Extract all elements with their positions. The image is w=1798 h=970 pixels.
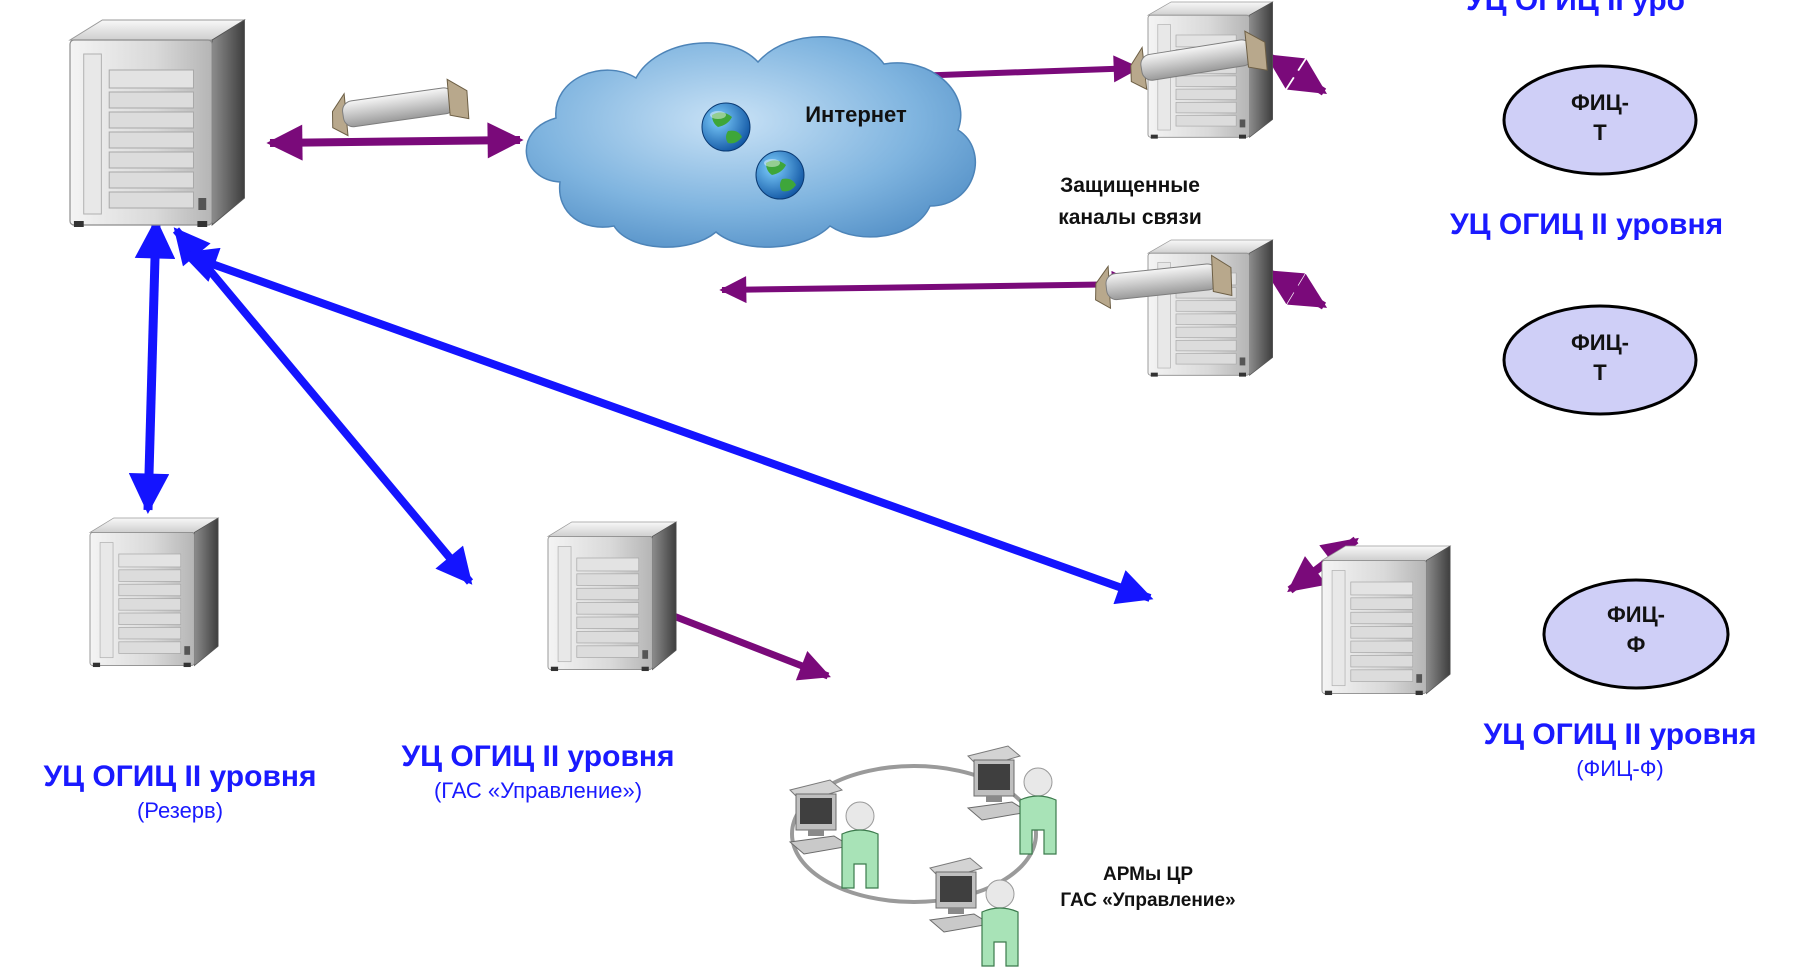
cloud-label: Интернет: [805, 102, 907, 127]
workstation-user-icon: [929, 857, 1019, 967]
ficf-title: УЦ ОГИЦ II уровня: [1483, 718, 1756, 751]
gas-subtitle: (ГАС «Управление»): [434, 778, 642, 803]
internet-cloud: Интернет: [525, 35, 976, 248]
workstations-line1: АРМы ЦР: [1103, 864, 1193, 885]
oval-fic-t-top: ФИЦ- Т: [1502, 64, 1698, 176]
secure-tunnel-icon: [327, 76, 472, 139]
top-right-partial-title: УЦ ОГИЦ II уро: [1466, 0, 1685, 17]
oval-label-line2: Ф: [1627, 632, 1646, 657]
link-mid-server-oval: [1264, 268, 1328, 310]
secure-channels-line1: Защищенные: [1060, 174, 1200, 197]
globe-icon: [755, 150, 805, 200]
mid-right-server: [1147, 239, 1274, 378]
oval-label-line1: ФИЦ-: [1571, 330, 1629, 355]
reserve-subtitle: (Резерв): [137, 798, 223, 823]
workstations-group: [789, 745, 1057, 967]
mid-right-title: УЦ ОГИЦ II уровня: [1450, 208, 1723, 241]
oval-label-line2: Т: [1593, 120, 1607, 145]
link-top-server-oval: [1264, 52, 1328, 96]
workstations-line2: ГАС «Управление»: [1060, 890, 1235, 911]
oval-label-line1: ФИЦ-: [1607, 602, 1665, 627]
oval-label-line2: Т: [1593, 360, 1607, 385]
ficf-subtitle: (ФИЦ-Ф): [1576, 756, 1664, 781]
secure-channels-line2: каналы связи: [1058, 206, 1202, 229]
globe-icon: [701, 102, 751, 152]
link-main-internet: [266, 122, 524, 161]
oval-fic-f: ФИЦ- Ф: [1542, 578, 1730, 690]
workstation-user-icon: [789, 779, 879, 889]
oval-fic-t-mid: ФИЦ- Т: [1502, 304, 1698, 416]
link-main-ficf: [180, 247, 1154, 605]
link-internet-mid-server: [719, 270, 1139, 304]
link-main-gas: [172, 227, 474, 585]
reserve-server: [89, 517, 219, 668]
reserve-title: УЦ ОГИЦ II уровня: [43, 760, 316, 793]
ficf-server: [1321, 545, 1451, 696]
gas-server: [547, 521, 677, 672]
link-main-reserve: [128, 217, 176, 515]
main-root-server: [69, 19, 246, 228]
gas-title: УЦ ОГИЦ II уровня: [401, 740, 674, 773]
oval-label-line1: ФИЦ-: [1571, 90, 1629, 115]
workstation-user-icon: [967, 745, 1057, 855]
